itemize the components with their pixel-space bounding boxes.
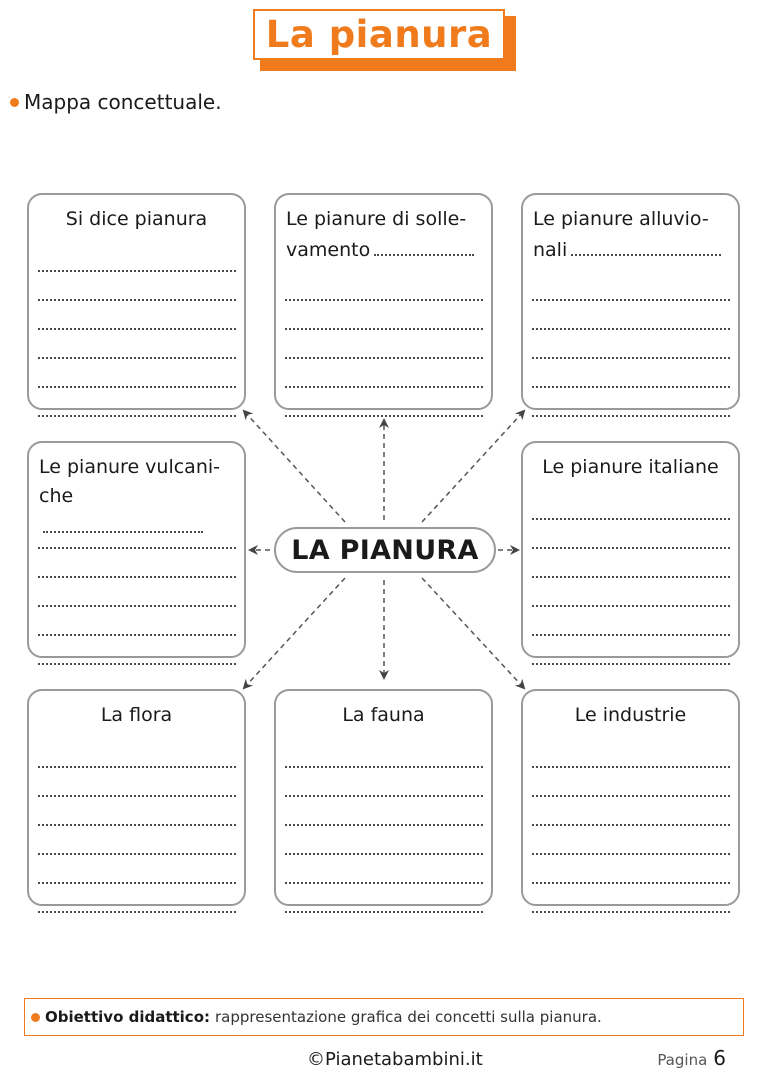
writing-lines (285, 739, 483, 913)
objective-box: Obiettivo didattico: rappresentazione gr… (24, 998, 744, 1036)
box-title: Le pianure di solle- vamento (276, 195, 491, 265)
subtitle-text: Mappa concettuale. (24, 90, 222, 114)
bullet-icon (31, 1012, 40, 1022)
box-title: La flora (100, 704, 173, 726)
writing-lines (285, 272, 483, 417)
objective-text: rappresentazione grafica dei concetti su… (215, 1008, 602, 1026)
writing-lines (532, 272, 730, 417)
page-label: Pagina (657, 1051, 708, 1069)
writing-lines (38, 739, 236, 913)
writing-lines (38, 243, 236, 417)
box-title: Le pianure vulcani- che (29, 443, 244, 542)
center-concept: LA PIANURA (274, 527, 496, 573)
box-title: La fauna (342, 704, 425, 726)
writing-lines (532, 739, 730, 913)
page-number: Pagina 6 (657, 1046, 726, 1070)
page-number-value: 6 (713, 1046, 726, 1070)
arrow-up-left (242, 409, 346, 523)
concept-box-si-dice-pianura: Si dice pianura (27, 193, 246, 417)
concept-box-pianure-sollevamento: Le pianure di solle- vamento (274, 193, 493, 417)
subtitle: Mappa concettuale. (10, 90, 222, 114)
arrow-up-right (421, 409, 526, 523)
concept-box-fauna: La fauna (274, 689, 493, 913)
box-title: Si dice pianura (65, 208, 208, 230)
concept-box-pianure-alluvionali: Le pianure alluvio- nali (521, 193, 740, 417)
box-title: Le pianure alluvio- nali (523, 195, 738, 265)
writing-lines (532, 491, 730, 665)
arrow-down-left (242, 577, 346, 690)
concept-box-industrie: Le industrie (521, 689, 740, 913)
box-title: Le pianure italiane (542, 456, 719, 478)
concept-box-pianure-italiane: Le pianure italiane (521, 441, 740, 665)
objective-label: Obiettivo didattico: (45, 1008, 211, 1026)
page-title: La pianura (253, 9, 505, 60)
box-title: Le industrie (574, 704, 687, 726)
arrow-down-right (421, 577, 526, 690)
title-banner: La pianura (253, 9, 516, 71)
writing-lines (38, 520, 236, 665)
concept-box-flora: La flora (27, 689, 246, 913)
bullet-icon (10, 97, 19, 107)
concept-box-pianure-vulcaniche: Le pianure vulcani- che (27, 441, 246, 665)
site-credit: ©Pianetabambini.it (307, 1049, 483, 1070)
